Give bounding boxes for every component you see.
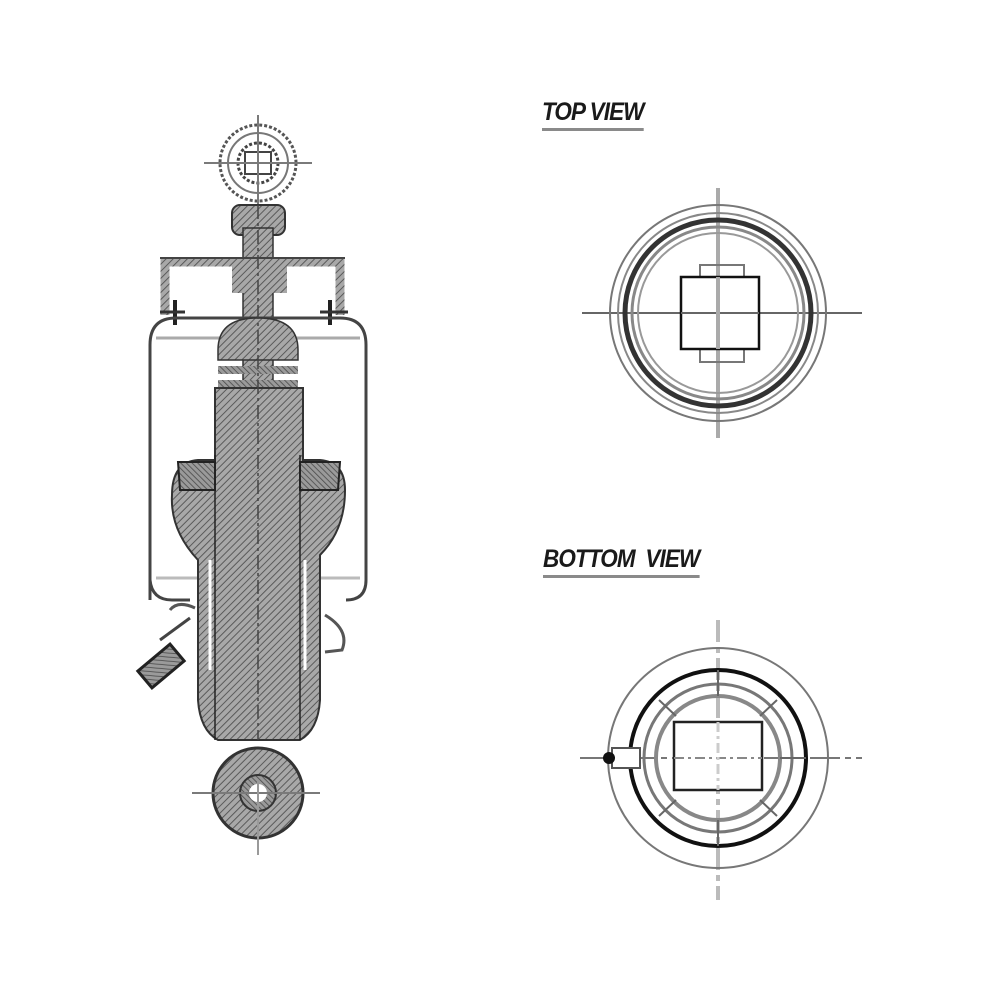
top-view-label: TOP VIEW [542,100,644,131]
bottom-eye-mount [192,746,320,855]
top-view [582,188,862,438]
side-section-view [135,115,368,855]
bottom-view-connector [603,747,641,769]
air-connector [135,603,196,691]
bottom-view-label: BOTTOM VIEW [543,547,700,578]
bottom-view [580,620,862,900]
top-eye-mount [204,115,312,205]
top-cap-bracket [160,257,348,325]
right-bracket-loop [324,613,346,654]
